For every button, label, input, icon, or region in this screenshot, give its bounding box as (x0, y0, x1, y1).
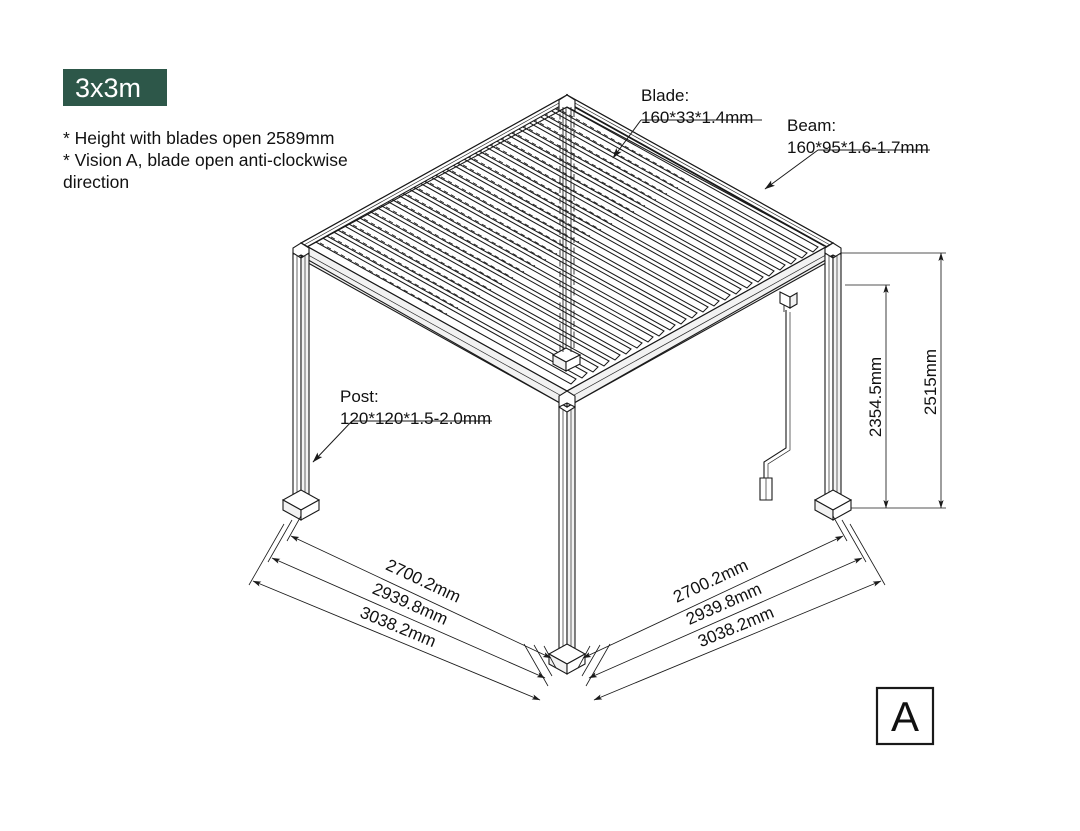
dim-overall-height-label: 2515mm (921, 349, 940, 415)
roof-assembly (292, 93, 842, 408)
notes-block: * Height with blades open 2589mm * Visio… (63, 128, 348, 192)
size-badge-label: 3x3m (75, 73, 141, 103)
post-back (562, 107, 572, 352)
dim-overall-height: 2515mm (921, 252, 944, 509)
note-line-3: direction (63, 172, 129, 192)
note-line-1: * Height with blades open 2589mm (63, 128, 334, 148)
view-tag-box (875, 686, 935, 746)
right-dimension-chain: 2700.2mm 2939.8mm 3038.2mm (577, 515, 886, 701)
callout-leaders (312, 119, 930, 463)
callout-post-title: Post: (340, 387, 379, 406)
post-base-front (547, 643, 587, 675)
vertical-dimensions: 2354.5mm 2515mm (841, 252, 946, 509)
center-spine-beam (551, 103, 582, 372)
post-right (813, 252, 853, 521)
note-line-2: * Vision A, blade open anti-clockwise (63, 150, 348, 170)
dim-under-beam-height-label: 2354.5mm (866, 357, 885, 437)
view-tag-label: A (891, 693, 919, 740)
callout-post-spec: 120*120*1.5-2.0mm (340, 409, 491, 428)
size-badge-bg (63, 69, 167, 106)
blade-slats (304, 95, 830, 385)
post-base-left (281, 489, 321, 521)
left-dimension-chain: 2700.2mm 2939.8mm 3038.2mm (248, 515, 557, 701)
callout-blade-title: Blade: (641, 86, 689, 105)
dim-under-beam-height: 2354.5mm (866, 284, 889, 509)
callout-beam-spec: 160*95*1.6-1.7mm (787, 138, 929, 157)
callout-beam: Beam: 160*95*1.6-1.7mm (787, 116, 929, 157)
post-assembly (281, 107, 853, 675)
callout-beam-title: Beam: (787, 116, 836, 135)
callout-blade-spec: 160*33*1.4mm (641, 108, 753, 127)
callout-post: Post: 120*120*1.5-2.0mm (340, 387, 491, 428)
post-left (281, 252, 321, 521)
size-badge: 3x3m (63, 69, 167, 106)
post-base-right (813, 489, 853, 521)
crank-handle (759, 291, 798, 501)
post-front (547, 406, 587, 675)
callout-blade: Blade: 160*33*1.4mm (641, 86, 753, 127)
view-tag: A (875, 686, 935, 746)
blade-array (304, 95, 830, 385)
roof-frame (294, 93, 840, 408)
